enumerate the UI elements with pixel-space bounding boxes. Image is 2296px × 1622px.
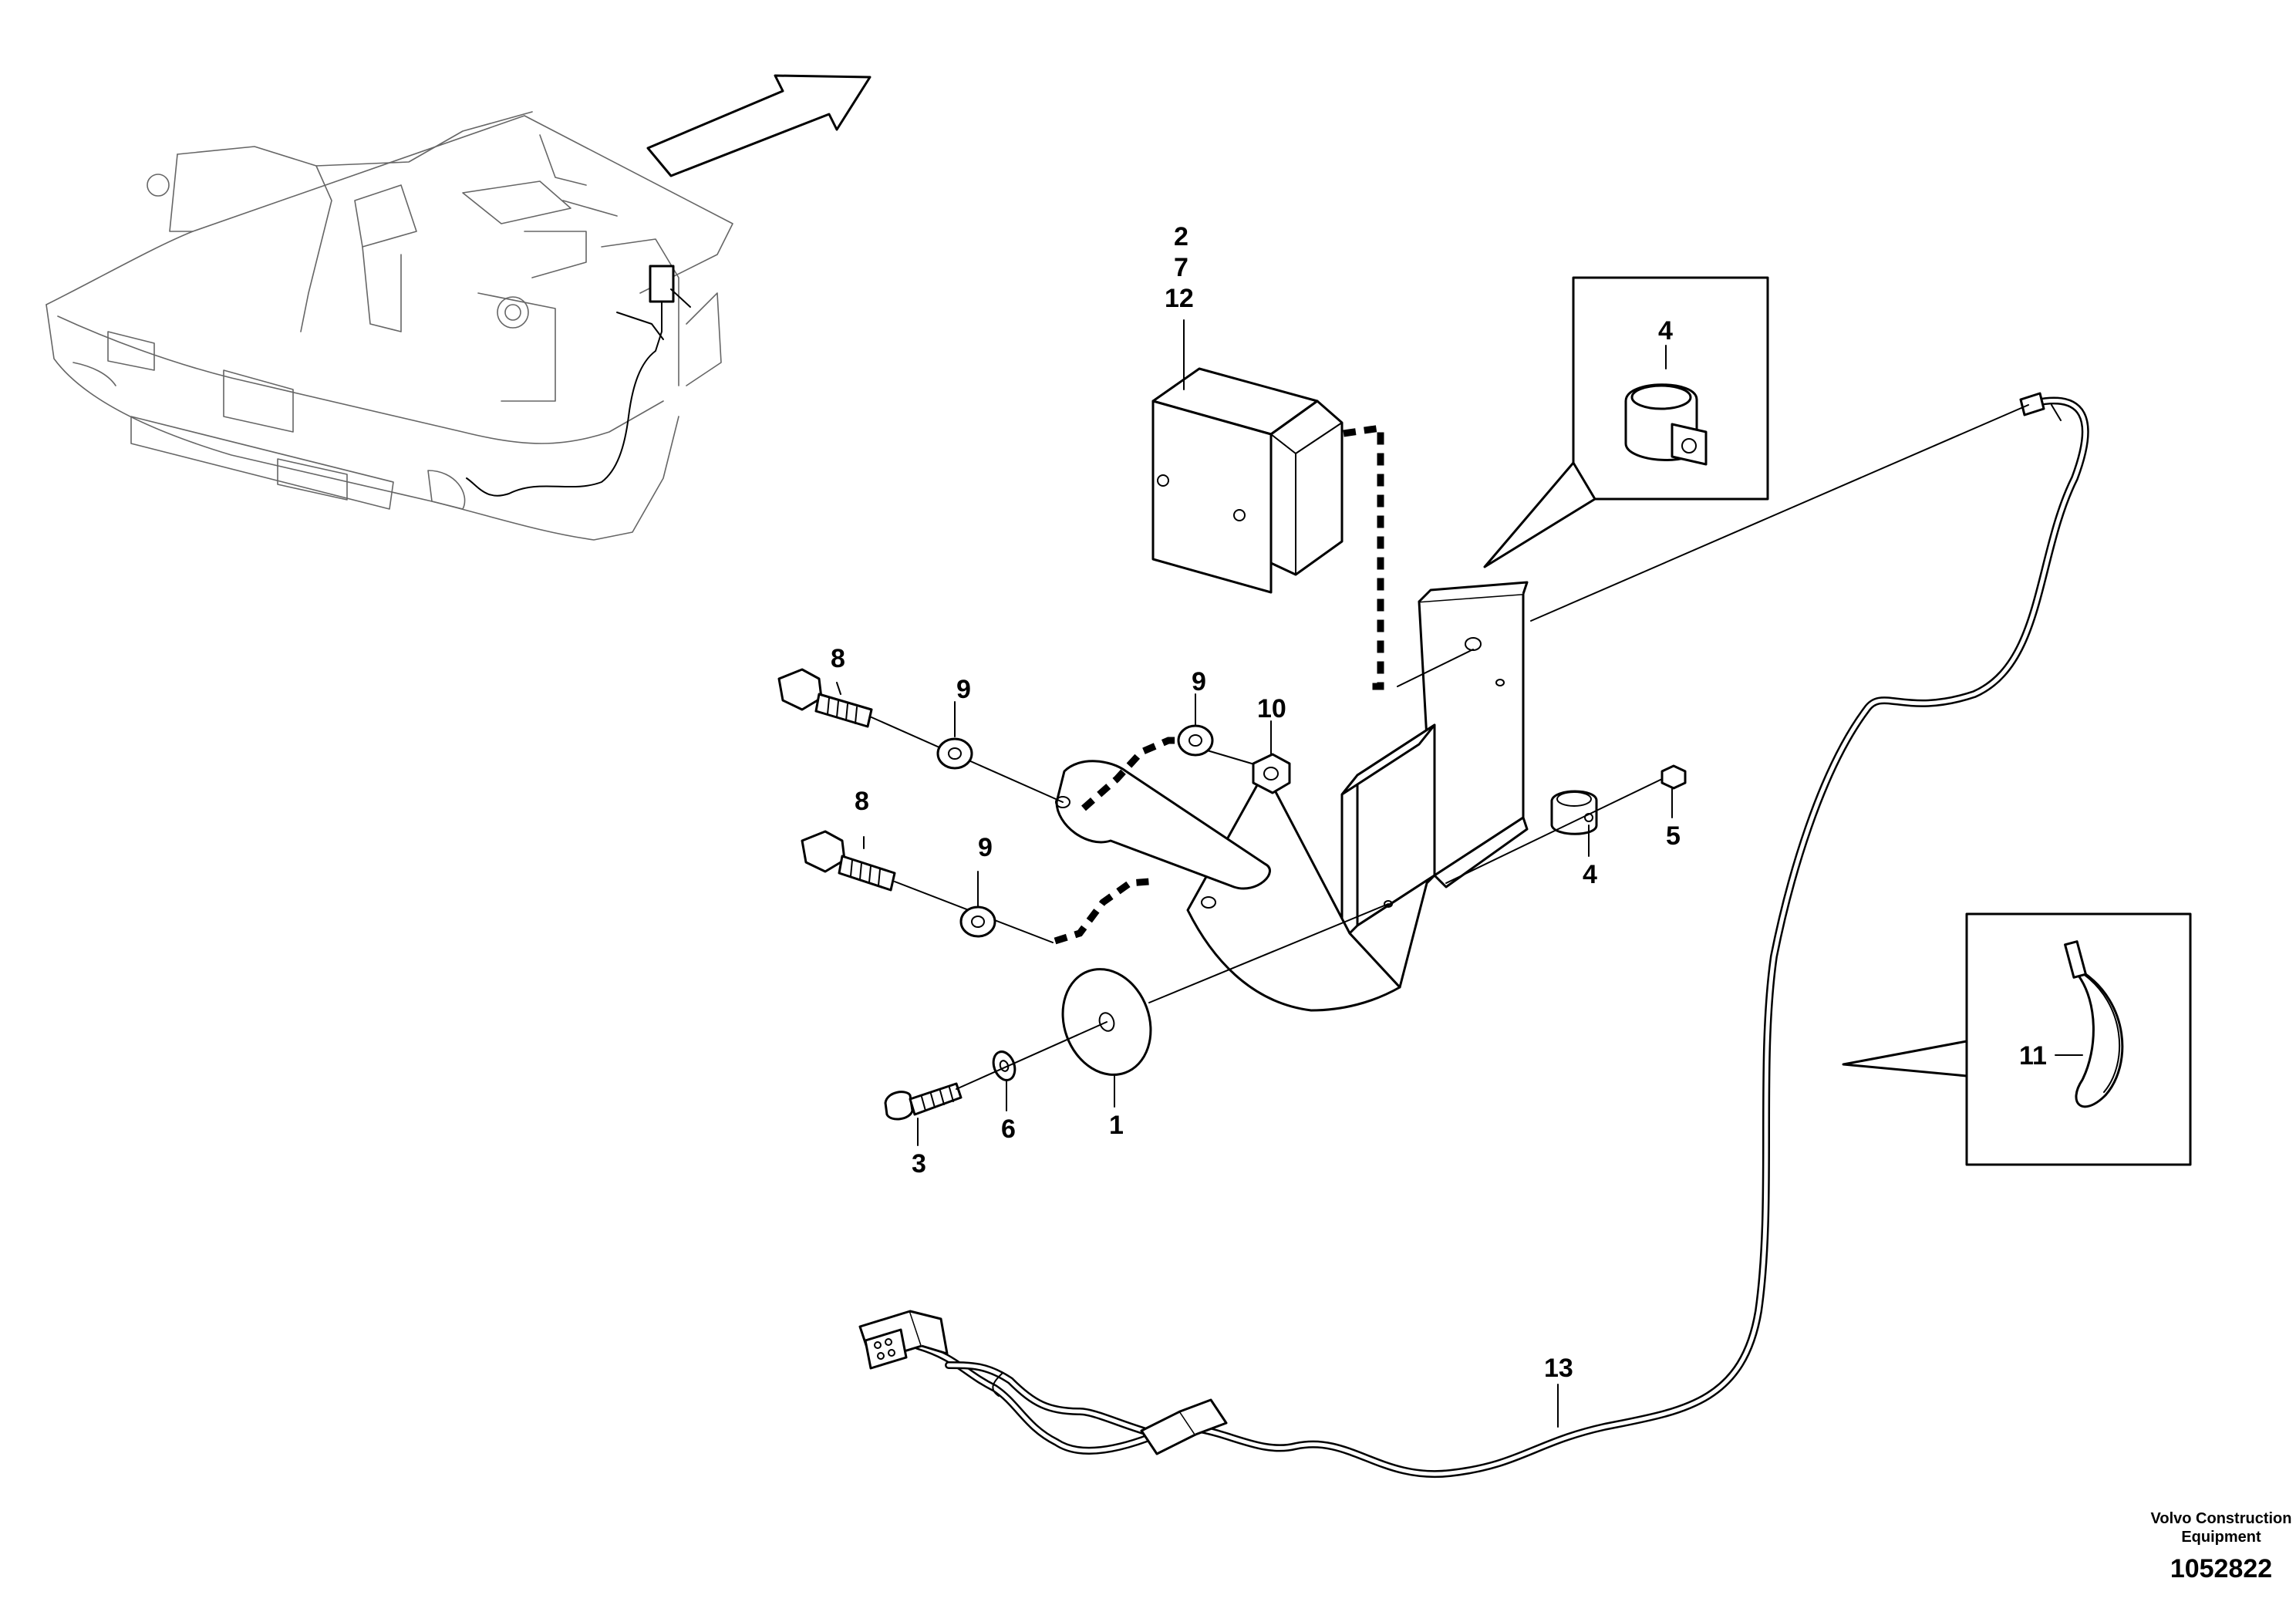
washer-upper-left [936,737,973,770]
bolt-upper [777,668,873,728]
machine-frame-outline [46,111,733,541]
callout-washer-lower: 9 [978,833,993,862]
detail-box-cable-tie [1842,912,2192,1166]
bolt-lower [801,830,896,892]
direction-arrow-icon [646,74,872,177]
installed-wiring-overview [466,265,691,497]
washer-upper-right [1177,724,1214,757]
clamp-part [1550,790,1598,835]
alarm-box-dashed-guide [1343,423,1384,690]
callout-washer-small: 6 [1001,1114,1016,1144]
callout-nut-small: 5 [1666,821,1681,851]
brand-line-2: Equipment [2181,1529,2261,1546]
callout-screw: 3 [912,1149,926,1179]
assembly-line-disc [1148,903,1389,1003]
alarm-box [1151,367,1344,594]
machine-overview-illustration [46,74,872,541]
harness-connector-left [858,1310,949,1370]
nut-small [1660,764,1687,790]
harness-connector-middle [1140,1398,1228,1455]
brand-line-1: Volvo Construction [2151,1510,2292,1527]
detail-box-clamp [1483,276,1769,568]
assembly-line-clamp [1445,778,1663,884]
callout-detail-clamp: 4 [1658,316,1673,346]
assembly-line-box [1397,649,1474,687]
callout-cable-tie: 11 [2019,1041,2047,1071]
callout-bolt-lower: 8 [855,787,869,816]
harness-connector-right [2019,392,2062,421]
nut-upper [1252,753,1291,794]
callout-clamp: 4 [1583,860,1597,889]
callout-washer-upper-right: 9 [1192,667,1206,696]
bracket-dashed-guide-lower [1054,878,1150,945]
callout-bolt-upper: 8 [831,644,845,673]
drawing-number: 1052822 [2170,1554,2272,1583]
callout-harness: 13 [1544,1354,1573,1383]
washer-small [992,1050,1017,1081]
assembly-line-harness [1530,404,2029,622]
mounting-bracket [1055,581,1529,1012]
callout-nut: 10 [1257,694,1286,723]
clamp-detail-icon [1624,383,1708,466]
bracket-dashed-guide-upper [1081,737,1188,811]
callout-box-a: 2 [1174,222,1188,251]
cable-tie-icon [2064,940,2124,1108]
callout-box-b: 7 [1174,253,1188,282]
assembly-line-screw [956,1021,1108,1090]
callout-labels: 2 7 12 4 8 9 9 10 8 9 4 5 3 6 1 11 13 [831,222,2047,1383]
callout-washer-upper-left: 9 [956,675,971,704]
drawing-footer: Volvo Construction Equipment 1052822 [2151,1510,2292,1583]
callout-spacer-disc: 1 [1109,1111,1124,1140]
leader-lines [836,682,2083,1428]
callout-box-c: 12 [1165,284,1194,313]
screw [884,1082,963,1121]
washer-lower [959,905,996,938]
wiring-harness [858,392,2089,1479]
